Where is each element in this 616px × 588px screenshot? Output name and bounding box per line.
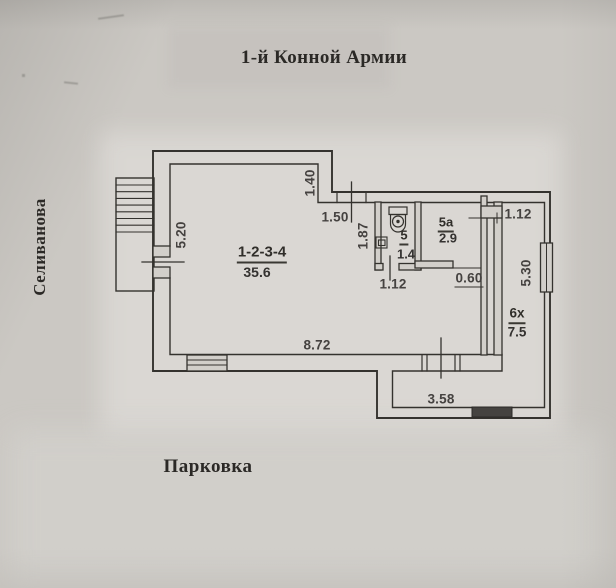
inner-wall-lines xyxy=(169,163,546,409)
dim-main-left-height: 5.20 xyxy=(173,221,189,249)
room-5a-area: 2.9 xyxy=(438,230,458,246)
dim-vestibule-width: 1.50 xyxy=(321,209,349,225)
parking-label: Парковка xyxy=(163,456,253,477)
partition-walls xyxy=(374,195,503,356)
partition-wall xyxy=(374,201,382,271)
room-6x-number: 6х xyxy=(508,306,526,324)
dim-hall-height: 5.30 xyxy=(518,259,534,287)
door-jambs xyxy=(336,191,461,372)
partition-wall xyxy=(480,195,488,356)
wall-pier xyxy=(480,205,503,219)
window-panes xyxy=(186,359,228,366)
toilet-symbol xyxy=(388,206,408,233)
outer-wall xyxy=(152,150,551,419)
dim-hall-width: 1.12 xyxy=(504,206,532,222)
room-main-area: 35.6 xyxy=(243,264,271,280)
dim-main-bottom-width: 8.72 xyxy=(303,337,331,353)
street-label-left: Селиванова xyxy=(30,198,49,296)
entrance-threshold xyxy=(471,406,513,418)
door-opening-ticks xyxy=(141,181,442,379)
room-main-number: 1-2-3-4 xyxy=(236,245,288,264)
dim-room5a-opening: 0.60 xyxy=(455,270,483,286)
dim-extension-width: 3.58 xyxy=(427,391,455,407)
scan-artifact xyxy=(22,74,25,77)
partition-wall xyxy=(374,262,384,271)
staircase-symbol xyxy=(115,177,155,292)
room-6x-area: 7.5 xyxy=(507,324,527,340)
partition-wall xyxy=(414,201,422,271)
partition-wall xyxy=(493,201,503,356)
sink-symbol xyxy=(375,236,388,249)
dim-wc-height: 1.87 xyxy=(355,222,371,250)
door-jambs xyxy=(152,245,171,279)
partition-wall xyxy=(414,260,454,269)
dim-wc-width: 1.12 xyxy=(379,276,407,292)
street-label-top: 1-й Конной Армии xyxy=(240,47,408,68)
dimension-line xyxy=(454,212,503,288)
room-5-number: 5 xyxy=(399,229,409,246)
window-symbol xyxy=(186,354,228,372)
dim-step-depth: 1.40 xyxy=(302,169,318,197)
room-5-area: 1.4 xyxy=(396,246,416,262)
room-5a-number: 5а xyxy=(437,216,455,233)
